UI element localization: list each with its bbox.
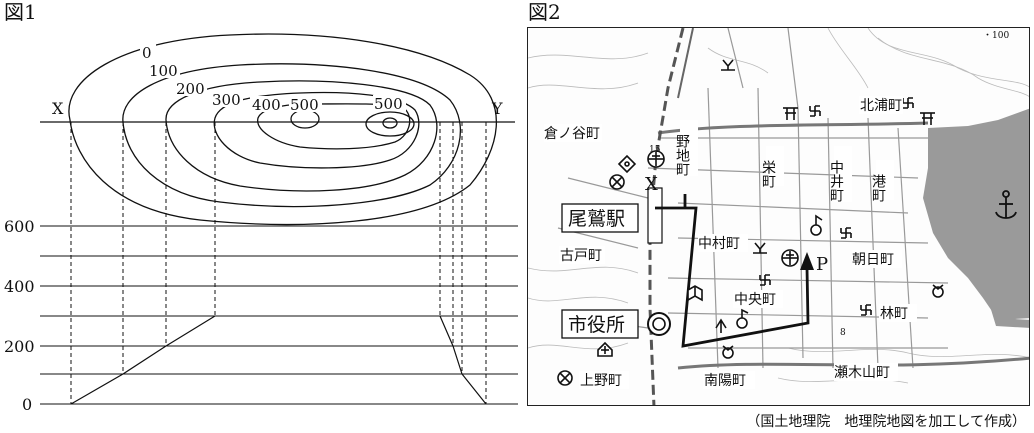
contour-label-0: 0: [142, 44, 152, 62]
temple-icon-1: [809, 105, 821, 117]
tick-400: 400: [4, 277, 35, 296]
tick-600: 600: [4, 217, 35, 236]
contour-label-500-right: 500: [374, 95, 403, 113]
figure2-label: 図2: [528, 0, 561, 24]
library-icon: [687, 285, 703, 302]
town-chuo: 中央町: [734, 292, 776, 308]
profile-left: [70, 315, 216, 405]
sea: [923, 108, 1029, 320]
temple-icon-3: [840, 227, 852, 239]
post-office-icon-2: [781, 249, 799, 267]
town-hayashi: 林町: [880, 306, 908, 322]
contour-label-200: 200: [176, 80, 205, 98]
town-asahi: 朝日町: [852, 252, 894, 268]
temple-icon-4: [759, 274, 771, 286]
point-p: P: [816, 254, 828, 275]
contour-200: [165, 80, 438, 192]
shrine-icon-2: [920, 112, 935, 125]
contour-100: [122, 63, 462, 208]
elevation-8: 8: [840, 328, 846, 338]
endpoint-x-label: X: [52, 99, 64, 118]
contour-label-100: 100: [149, 62, 178, 80]
school-icon-1: [721, 59, 735, 71]
post-office-icon-1: [647, 150, 665, 168]
lighthouse-icon-2: [736, 308, 749, 329]
contour-0: [68, 33, 498, 226]
contour-label-500-left: 500: [290, 96, 319, 114]
anchor-icon: [995, 190, 1017, 219]
town-nojimachi: 野地町: [674, 134, 690, 176]
contour-label-400: 400: [252, 96, 281, 114]
figure1-diagram: 0 100 200 300 400 500 500 X Y: [4, 33, 518, 414]
figure1-label: 図1: [4, 0, 37, 24]
tick-0: 0: [22, 395, 32, 414]
tick-200: 200: [4, 337, 35, 356]
source-credit: （国土地理院 地理院地図を加工して作成）: [746, 414, 1026, 430]
town-sakae: 栄町: [760, 160, 776, 188]
shrine-icon-1: [783, 107, 798, 120]
factory-icon: [617, 154, 637, 174]
route-x-to-p: [655, 194, 810, 348]
map-svg: ・100 15 8 X P 倉ノ谷町 北浦町 古戸町 中村町 朝日町 中央町 林…: [528, 28, 1029, 405]
contour-500-right-outer: [365, 111, 415, 137]
profile-right: [439, 315, 487, 405]
town-kuranotani: 倉ノ谷町: [544, 126, 600, 142]
police-icon-2: [557, 370, 573, 386]
town-ueno: 上野町: [580, 373, 622, 389]
town-nakamura: 中村町: [698, 236, 740, 252]
town-nakai: 中井町: [828, 160, 844, 202]
route-arrowhead: [800, 252, 814, 270]
contour-label-300: 300: [212, 91, 241, 109]
city-hall-icon: [647, 312, 671, 336]
point-x: X: [645, 174, 658, 195]
hot-spring-icon-1: [722, 345, 734, 359]
lighthouse-icon-1: [810, 214, 823, 236]
contour-300: [213, 91, 420, 169]
temple-icon-5: [860, 304, 872, 316]
town-minato: 港町: [870, 174, 886, 202]
hot-spring-icon-2: [932, 284, 944, 298]
school-icon-2: [753, 242, 767, 254]
town-sekiyama: 瀬木山町: [834, 365, 890, 381]
station-label: 尾鷲駅: [568, 208, 625, 230]
endpoint-y-label: Y: [491, 99, 503, 118]
elevation-15: 15: [649, 145, 661, 155]
city-hall-label: 市役所: [568, 314, 625, 336]
town-kitaura: 北浦町: [860, 98, 902, 114]
police-icon-1: [609, 174, 625, 190]
town-nanyo: 南陽町: [704, 373, 746, 389]
hospital-icon: [597, 341, 613, 357]
temple-icon-2: [902, 97, 914, 109]
contour-500-right-inner: [382, 117, 398, 129]
elevation-100: ・100: [983, 31, 1009, 41]
power-station-icon: [715, 318, 727, 333]
town-furuto: 古戸町: [560, 248, 602, 264]
map-figure: ・100 15 8 X P 倉ノ谷町 北浦町 古戸町 中村町 朝日町 中央町 林…: [527, 27, 1030, 406]
